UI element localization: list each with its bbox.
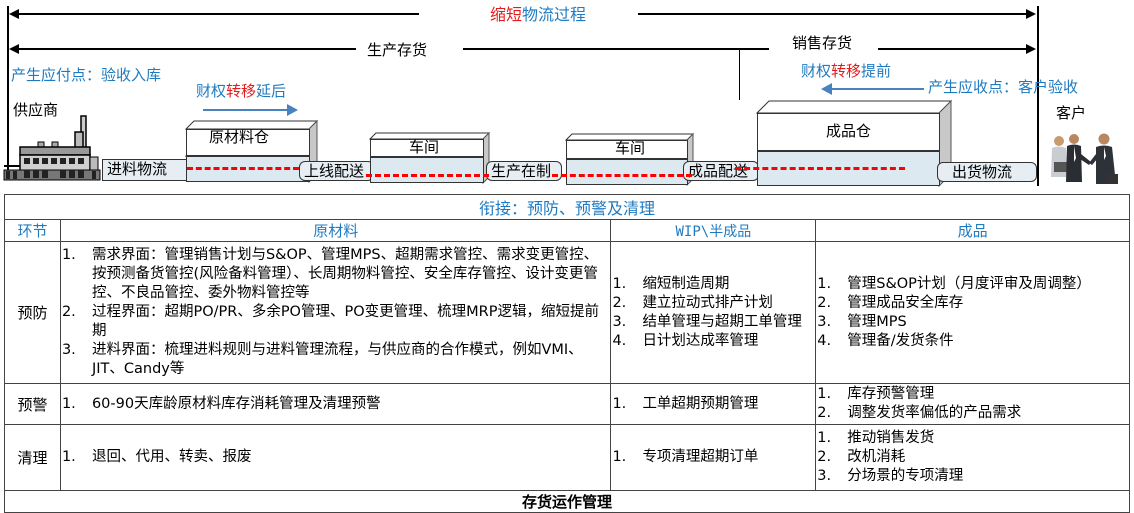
red-dashed-flow-line bbox=[735, 167, 905, 170]
table-row-clearance: 清理 1.退回、代用、转卖、报废 1.专项清理超期订单 1.推动销售发货 2.改… bbox=[4, 424, 1130, 491]
prevention-raw-cell: 1.需求界面：管理销售计划与S&OP、管理MPS、超期需求管控、需求变更管控、按… bbox=[59, 241, 612, 384]
flow-title: 缩短物流过程 bbox=[490, 6, 586, 24]
factory-icon bbox=[2, 112, 102, 182]
workshop-1: 车间 bbox=[369, 132, 501, 184]
list-item: 1.60-90天库龄原材料库存消耗管理及清理预警 bbox=[61, 395, 381, 412]
list-item: 1.库存预警管理 bbox=[817, 386, 935, 402]
table-footer-inventory-operations: 存货运作管理 bbox=[4, 490, 1130, 513]
supplier-label: 供应商 bbox=[13, 101, 59, 119]
list-item: 3.分场景的专项清理 bbox=[817, 468, 964, 484]
inventory-control-table: 衔接：预防、预警及清理 环节 原材料 WIP\半成品 成品 预防 1.需求界面：… bbox=[4, 194, 1130, 513]
list-item: 2.管理成品安全库存 bbox=[817, 294, 964, 311]
list-item: 1.工单超期预期管理 bbox=[612, 395, 759, 412]
list-item: 3.进料界面：梳理进料规则与进料管理流程，与供应商的合作模式，例如VMI、JIT… bbox=[61, 342, 583, 377]
list-item: 4.管理备/发货条件 bbox=[817, 332, 954, 349]
transfer-delay-label: 财权转移延后 bbox=[196, 82, 286, 100]
list-item: 1.缩短制造周期 bbox=[612, 275, 730, 292]
pipe-inbound-logistics: 进料物流 bbox=[102, 159, 190, 181]
table-row-prevention: 预防 1.需求界面：管理销售计划与S&OP、管理MPS、超期需求管控、需求变更管… bbox=[4, 241, 1130, 384]
left-boundary-line bbox=[7, 6, 9, 178]
prevention-fg-cell: 1.管理S&OP计划（月度评审及周调整） 2.管理成品安全库存 3.管理MPS … bbox=[815, 241, 1130, 384]
title-arrow-line-left bbox=[14, 13, 419, 15]
transfer-advance-pre: 财权 bbox=[801, 62, 832, 80]
list-item: 3.结单管理与超期工单管理 bbox=[612, 313, 802, 330]
transfer-delay-post: 延后 bbox=[256, 82, 287, 100]
list-item: 1.退回、代用、转卖、报废 bbox=[61, 449, 252, 465]
warning-raw-cell: 1.60-90天库龄原材料库存消耗管理及清理预警 bbox=[59, 383, 612, 425]
row-label-prevention: 预防 bbox=[4, 241, 61, 384]
warning-wip-cell: 1.工单超期预期管理 bbox=[610, 383, 817, 425]
transfer-delay-mid: 转移 bbox=[226, 82, 257, 100]
arrow-right-head bbox=[1026, 44, 1036, 54]
clearance-wip-cell: 1.专项清理超期订单 bbox=[610, 424, 817, 491]
sales-inventory-divider bbox=[739, 48, 740, 100]
list-item: 1.需求界面：管理销售计划与S&OP、管理MPS、超期需求管控、需求变更管控、按… bbox=[61, 247, 599, 301]
red-dashed-flow-line bbox=[187, 167, 299, 170]
header-stage: 环节 bbox=[4, 219, 61, 242]
transfer-advance-label: 财权转移提前 bbox=[801, 62, 891, 80]
workshop-2: 车间 bbox=[565, 133, 700, 186]
handshake-people-icon bbox=[1046, 132, 1126, 187]
header-wip: WIP\半成品 bbox=[610, 219, 817, 242]
pipe-outbound-logistics: 出货物流 bbox=[937, 162, 1037, 182]
red-dashed-flow-line bbox=[366, 174, 489, 177]
production-line-left bbox=[14, 48, 356, 50]
raw-material-warehouse-label: 原材料仓 bbox=[209, 128, 270, 146]
red-dashed-flow-line bbox=[552, 174, 692, 177]
transfer-delay-pre: 财权 bbox=[196, 82, 227, 100]
pipe-work-in-progress: 生产在制 bbox=[486, 161, 562, 181]
row-label-clearance: 清理 bbox=[4, 424, 61, 491]
raw-material-warehouse: 原材料仓 bbox=[185, 120, 318, 183]
row-label-early-warning: 预警 bbox=[4, 383, 61, 425]
table-row-early-warning: 预警 1.60-90天库龄原材料库存消耗管理及清理预警 1.工单超期预期管理 1… bbox=[4, 383, 1130, 425]
pipe-line-feed: 上线配送 bbox=[299, 161, 374, 181]
receivable-point-label: 产生应收点：客户验收 bbox=[928, 78, 1079, 96]
header-finished-goods: 成品 bbox=[815, 219, 1130, 242]
production-inventory-label: 生产存货 bbox=[367, 41, 428, 59]
list-item: 2.改机消耗 bbox=[817, 449, 906, 465]
warning-fg-cell: 1.库存预警管理 2.调整发货率偏低的产品需求 bbox=[815, 383, 1130, 425]
title-arrow-line-right bbox=[638, 13, 1028, 15]
sales-line-right bbox=[878, 48, 1028, 50]
prevention-wip-cell: 1.缩短制造周期 2.建立拉动式排产计划 3.结单管理与超期工单管理 4.日计划… bbox=[610, 241, 817, 384]
header-raw-material: 原材料 bbox=[59, 219, 612, 242]
list-item: 1.管理S&OP计划（月度评审及周调整） bbox=[817, 275, 1091, 292]
transfer-advance-mid: 转移 bbox=[831, 62, 862, 80]
clearance-raw-cell: 1.退回、代用、转卖、报废 bbox=[59, 424, 612, 491]
workshop-2-label: 车间 bbox=[615, 139, 646, 157]
production-line-right bbox=[463, 48, 769, 50]
table-title: 衔接：预防、预警及清理 bbox=[4, 194, 1130, 220]
finished-goods-warehouse: 成品仓 bbox=[756, 100, 952, 187]
flow-title-part-process: 物流过程 bbox=[522, 5, 587, 24]
right-boundary-line bbox=[1037, 6, 1039, 186]
list-item: 1.推动销售发货 bbox=[817, 430, 935, 446]
list-item: 4.日计划达成率管理 bbox=[612, 332, 759, 349]
pipe-finished-goods-delivery: 成品配送 bbox=[683, 161, 759, 181]
customer-label: 客户 bbox=[1056, 104, 1087, 122]
list-item: 1.专项清理超期订单 bbox=[612, 449, 759, 465]
payable-point-label: 产生应付点：验收入库 bbox=[11, 66, 162, 84]
sales-inventory-label: 销售存货 bbox=[792, 34, 853, 52]
list-item: 2.建立拉动式排产计划 bbox=[612, 294, 773, 311]
workshop-1-label: 车间 bbox=[409, 138, 440, 156]
finished-goods-warehouse-label: 成品仓 bbox=[826, 122, 872, 140]
list-item: 3.管理MPS bbox=[817, 313, 907, 330]
list-item: 2.过程界面：超期PO/PR、多余PO管理、PO变更管理、梳理MRP逻辑，缩短提… bbox=[61, 304, 599, 339]
arrow-right-head bbox=[1026, 9, 1036, 19]
clearance-fg-cell: 1.推动销售发货 2.改机消耗 3.分场景的专项清理 bbox=[815, 424, 1130, 491]
list-item: 2.调整发货率偏低的产品需求 bbox=[817, 405, 1022, 421]
flow-title-part-shorten: 缩短 bbox=[490, 5, 523, 24]
transfer-advance-post: 提前 bbox=[861, 62, 892, 80]
